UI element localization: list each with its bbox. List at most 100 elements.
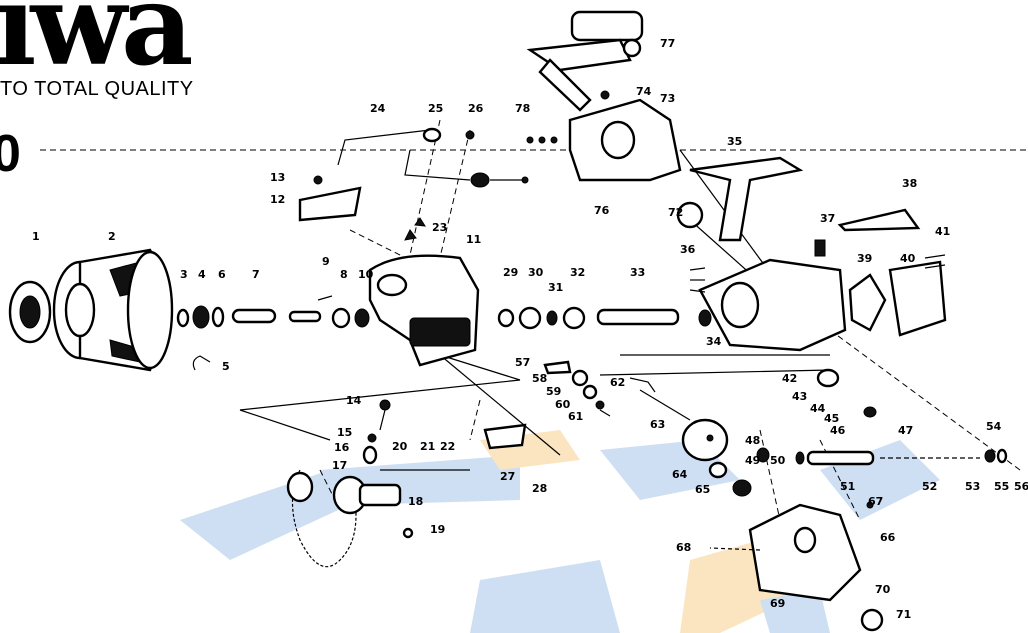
- part-number-label: 47: [898, 424, 913, 437]
- part-number-label: 5: [222, 360, 230, 373]
- bail-wires: [337, 127, 529, 188]
- part-number-label: 36: [680, 243, 696, 256]
- part-number-label: 20: [392, 440, 408, 453]
- small-screws: [543, 267, 877, 509]
- part-number-label: 15: [337, 426, 352, 439]
- part-number-label: 2: [108, 230, 116, 243]
- rotor-part: [368, 254, 480, 367]
- part-number-label: 56: [1014, 480, 1028, 493]
- part-number-label: 25: [428, 102, 443, 115]
- part-number-label: 66: [880, 531, 896, 544]
- part-number-label: 38: [902, 177, 917, 190]
- part-number-label: 65: [695, 483, 710, 496]
- bail-arm-assembly: [286, 399, 470, 568]
- part-number-label: 46: [830, 424, 846, 437]
- part-number-label: 26: [468, 102, 484, 115]
- part-number-label: 22: [440, 440, 455, 453]
- spool-part: [52, 248, 174, 372]
- part-number-label: 14: [346, 394, 362, 407]
- part-number-label: 69: [770, 597, 785, 610]
- part-number-label: 62: [610, 376, 625, 389]
- part-number-label: 18: [408, 495, 423, 508]
- part-number-label: 9: [322, 255, 330, 268]
- part-number-label: 64: [672, 468, 688, 481]
- part-number-label: 33: [630, 266, 645, 279]
- part-number-label: 72: [668, 206, 683, 219]
- part-number-label: 49: [745, 454, 760, 467]
- part-number-label: 53: [965, 480, 980, 493]
- part-number-label: 77: [660, 37, 675, 50]
- part-number-label: 21: [420, 440, 435, 453]
- part-number-label: 48: [745, 434, 760, 447]
- bail-plate-part: [298, 175, 426, 241]
- part-number-label: 30: [528, 266, 544, 279]
- side-cover-parts: [837, 208, 947, 337]
- reel-body-part: [698, 239, 847, 352]
- model-number: 0: [0, 125, 21, 183]
- part-number-label: 55: [994, 480, 1009, 493]
- part-number-label: 71: [896, 608, 911, 621]
- trip-lever-part: [483, 423, 527, 450]
- rear-housing-part: [526, 90, 682, 182]
- part-number-label: 44: [810, 402, 826, 415]
- part-number-label: 50: [770, 454, 786, 467]
- part-number-label: 70: [875, 583, 891, 596]
- part-number-label: 42: [782, 372, 797, 385]
- part-number-label: 35: [727, 135, 742, 148]
- lower-gear-assembly: [709, 503, 884, 632]
- drive-gear-part: [639, 389, 752, 497]
- main-shaft-parts: [497, 306, 712, 330]
- part-number-label: 24: [370, 102, 386, 115]
- part-number-label: 11: [466, 233, 481, 246]
- part-number-label: 57: [515, 356, 530, 369]
- part-number-label: 58: [532, 372, 547, 385]
- oscillation-shaft-parts: [795, 448, 1008, 466]
- part-number-label: 76: [594, 204, 610, 217]
- part-number-label: 63: [650, 418, 665, 431]
- part-number-label: 78: [515, 102, 530, 115]
- part-number-label: 61: [568, 410, 583, 423]
- part-number-label: 10: [358, 268, 374, 281]
- part-number-label: 37: [820, 212, 835, 225]
- part-number-label: 31: [548, 281, 563, 294]
- part-number-label: 39: [857, 252, 872, 265]
- bearing-part: [676, 201, 704, 229]
- part-number-label: 45: [824, 412, 839, 425]
- part-number-label: 1: [32, 230, 40, 243]
- part-number-label: 43: [792, 390, 807, 403]
- part-number-label: 23: [432, 221, 447, 234]
- part-number-label: 59: [546, 385, 561, 398]
- reel-foot-part: [689, 156, 804, 242]
- spool-cap-part: [8, 280, 52, 344]
- part-number-label: 6: [218, 268, 226, 281]
- part-number-label: 32: [570, 266, 585, 279]
- part-number-label: 12: [270, 193, 285, 206]
- part-number-label: 8: [340, 268, 348, 281]
- part-number-label: 54: [986, 420, 1002, 433]
- part-number-label: 68: [676, 541, 691, 554]
- part-number-label: 40: [900, 252, 916, 265]
- part-number-label: 19: [430, 523, 445, 536]
- part-number-label: 34: [706, 335, 722, 348]
- part-number-label: 3: [180, 268, 188, 281]
- part-number-label: 28: [532, 482, 547, 495]
- part-number-label: 52: [922, 480, 937, 493]
- part-number-label: 4: [198, 268, 206, 281]
- part-number-label: 73: [660, 92, 675, 105]
- part-number-label: 27: [500, 470, 515, 483]
- drag-washers: [176, 295, 370, 371]
- part-number-label: 13: [270, 171, 285, 184]
- brand-tagline: TO TOTAL QUALITY: [0, 78, 194, 100]
- part-number-label: 29: [503, 266, 518, 279]
- part-number-label: 67: [868, 495, 883, 508]
- part-number-label: 51: [840, 480, 855, 493]
- part-number-label: 16: [334, 441, 350, 454]
- handle-arm-part: [526, 10, 644, 112]
- part-number-label: 60: [555, 398, 571, 411]
- part-number-label: 74: [636, 85, 652, 98]
- part-number-label: 7: [252, 268, 260, 281]
- part-number-label: 17: [332, 459, 347, 472]
- brand-logo: iwa: [0, 0, 194, 91]
